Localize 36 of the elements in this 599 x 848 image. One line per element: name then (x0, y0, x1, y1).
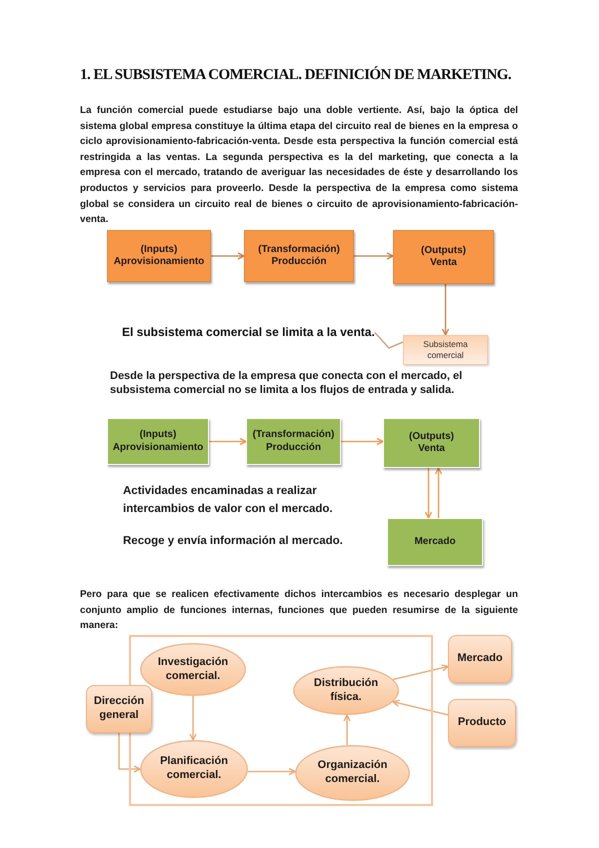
paragraph: Pero para que se realicen efectivamente dichos intercambios es necesario desplegar un conjunto amplio de funciones internas, funciones que pueden resumirse de la siguiente manera: (80, 588, 518, 634)
arrow (118, 733, 141, 773)
process-box: (Inputs) Aprovisionamiento (107, 418, 209, 465)
arrow (211, 252, 245, 260)
arrow (392, 700, 448, 716)
process-box: (Outputs) Venta (393, 230, 494, 284)
arrow (248, 768, 296, 776)
process-box: Subsistema comercial (403, 335, 488, 365)
leader-line (374, 332, 404, 349)
process-box: Mercado (448, 635, 512, 683)
note-text: Actividades encaminadas a realizar intercambios de valor con el mercado. (123, 484, 334, 517)
process-ellipse: Organización comercial. (295, 745, 410, 801)
note-text: Recoge y envía información al mercado. (123, 534, 343, 549)
process-box: Dirección general (86, 685, 152, 733)
process-box: Producto (448, 699, 516, 747)
process-ellipse: Planificación comercial. (140, 740, 248, 798)
arrow (424, 468, 432, 519)
arrow (434, 467, 442, 518)
arrow (341, 438, 384, 446)
callout-text: El subsistema comercial se limita a la venta. (122, 325, 375, 340)
arrow (209, 438, 247, 446)
process-box: (Inputs) Aprovisionamiento (107, 230, 211, 282)
arrow (354, 252, 394, 260)
process-box: (Transformación) Producción (246, 418, 341, 465)
arrow (442, 284, 450, 336)
paragraph: Desde la perspectiva de la empresa que conecta con el mercado, el subsistema comercial no se limita a los flujos de entrada y salida. (110, 369, 464, 397)
process-box: Mercado (387, 518, 483, 566)
process-ellipse: Distribución física. (293, 666, 399, 715)
heading: 1. EL SUBSISTEMA COMERCIAL. DEFINICIÓN DE MARKETING. (80, 67, 512, 84)
process-box: (Transformación) Producción (244, 230, 354, 282)
paragraph: La función comercial puede estudiarse bajo una doble vertiente. Así, bajo la óptica del sistema global empresa constituye la última etapa del circuito real de bienes en la empresa o ciclo aprovisionamiento-fabricación-venta. Desde esta perspectiva la función comercial está restringida a las ventas. La segunda perspectiva es la del marketing, que conecta a la empresa con el mercado, tratando de averiguar las necesidades de éste y desarrollando los productos y servicios para proveerlo. Desde la perspectiva de la empresa como sistema global se considera un circuito real de bienes o circuito de aprovisionamiento-fabricación-venta. (80, 104, 518, 228)
process-ellipse: Investigación comercial. (140, 643, 246, 696)
arrow (189, 696, 197, 741)
arrow (393, 664, 449, 680)
process-box: (Outputs) Venta (383, 418, 480, 468)
arrow (343, 714, 351, 746)
